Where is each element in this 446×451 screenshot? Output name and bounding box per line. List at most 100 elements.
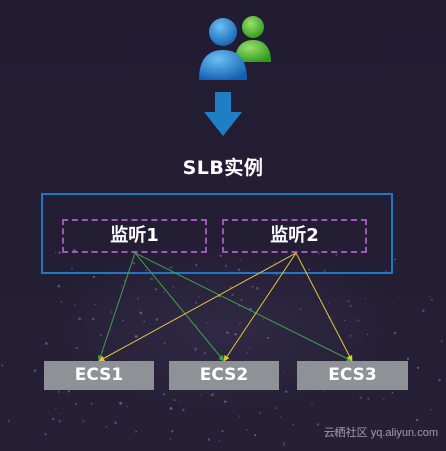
background-dot <box>150 277 153 281</box>
background-dot <box>169 407 173 411</box>
background-dot <box>279 415 281 417</box>
background-dot <box>170 266 173 269</box>
background-dot <box>221 430 224 433</box>
background-dot <box>162 290 165 293</box>
background-dot <box>284 370 286 372</box>
background-dot <box>310 401 314 405</box>
background-dot <box>308 268 310 271</box>
background-dot <box>438 379 441 382</box>
background-dot <box>106 357 109 360</box>
background-dot <box>204 352 207 355</box>
listener-1-box: 监听1 <box>62 219 207 253</box>
background-dot <box>59 412 61 414</box>
background-dot <box>60 301 62 303</box>
background-dot <box>393 331 397 335</box>
background-dot <box>44 432 47 436</box>
background-dot <box>367 397 370 400</box>
background-dot <box>109 310 113 314</box>
background-dot <box>224 264 227 267</box>
background-dot <box>394 258 397 261</box>
background-dot <box>422 309 425 312</box>
background-dot <box>194 347 197 351</box>
background-dot <box>82 420 85 423</box>
background-dot <box>181 408 185 412</box>
background-dot <box>210 393 214 397</box>
background-dot <box>266 336 269 339</box>
background-dot <box>52 417 55 421</box>
slb-instance-box <box>41 193 393 274</box>
background-dot <box>108 273 111 276</box>
background-dot <box>238 415 241 417</box>
background-dot <box>385 270 388 273</box>
background-dot <box>57 390 60 393</box>
background-dot <box>249 346 251 349</box>
background-dot <box>251 285 254 288</box>
background-dot <box>75 402 78 406</box>
watermark: 云栖社区 yq.aliyun.com <box>323 427 438 439</box>
background-dot <box>219 254 222 258</box>
background-dot <box>349 304 352 308</box>
background-dot <box>67 390 71 393</box>
background-dot <box>90 402 93 405</box>
background-dot <box>93 303 96 306</box>
background-dot <box>155 318 159 321</box>
background-dot <box>197 295 200 298</box>
background-dot <box>99 334 102 337</box>
link-4 <box>98 252 297 362</box>
background-dot <box>122 319 124 322</box>
background-dot <box>102 351 104 353</box>
background-dot <box>234 332 237 336</box>
background-dot <box>33 369 37 372</box>
background-dot <box>322 390 325 392</box>
background-dot <box>195 264 198 267</box>
background-dot <box>334 433 338 437</box>
background-dot <box>171 429 174 433</box>
background-dot <box>58 251 61 254</box>
background-dot <box>110 329 113 332</box>
background-dot <box>258 411 262 415</box>
arrow-down-icon <box>204 92 242 136</box>
background-dot <box>254 434 257 437</box>
background-dot <box>119 401 122 405</box>
background-dot <box>57 284 61 288</box>
background-dot <box>226 331 229 334</box>
background-dot <box>213 393 215 395</box>
background-dot <box>45 342 48 345</box>
background-dot <box>163 342 166 345</box>
listener-2-box: 监听2 <box>222 219 367 253</box>
link-2 <box>134 252 225 362</box>
background-dot <box>132 262 136 265</box>
background-dot <box>114 421 117 425</box>
background-dot <box>382 398 385 401</box>
background-dot <box>237 268 241 272</box>
background-dot <box>299 308 302 311</box>
background-dot <box>231 293 234 297</box>
background-dot <box>416 366 420 370</box>
background-dot <box>262 318 264 320</box>
background-dot <box>169 438 172 441</box>
background-dot <box>282 442 286 445</box>
background-dot <box>143 320 146 323</box>
background-dot <box>139 311 143 315</box>
background-dot <box>365 297 367 300</box>
background-dot <box>92 318 95 321</box>
background-dot <box>206 321 209 324</box>
background-dot <box>168 267 171 269</box>
background-dot <box>245 429 248 431</box>
background-dot <box>328 302 330 304</box>
background-dot <box>162 393 165 396</box>
background-dot <box>126 405 128 407</box>
background-dot <box>200 394 202 396</box>
background-dot <box>344 319 346 321</box>
background-dot <box>397 297 399 299</box>
background-dot <box>292 424 295 426</box>
ecs-3-box: ECS3 <box>297 361 408 390</box>
background-dot <box>430 408 432 411</box>
background-dot <box>71 268 73 270</box>
background-dot <box>359 396 363 400</box>
background-dot <box>334 430 337 433</box>
background-dot <box>391 391 394 394</box>
